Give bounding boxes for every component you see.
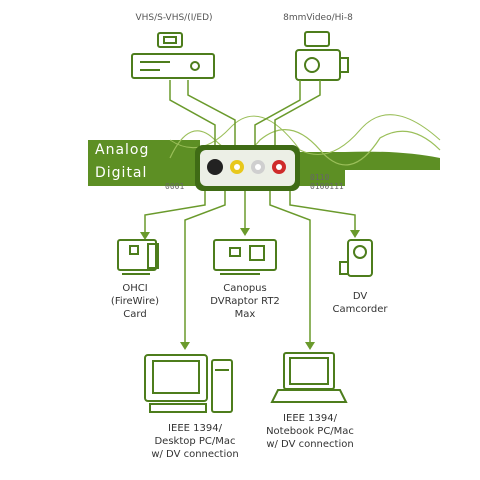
band-wave	[169, 129, 441, 166]
dv-line-2: Camcorder	[332, 304, 388, 315]
dv-camcorder-icon	[339, 239, 373, 277]
dv-line-1: DV	[352, 291, 368, 302]
canopus-line-2: DVRaptor RT2	[210, 296, 280, 307]
ohci-line-2: (FireWire)	[110, 296, 160, 307]
analog-label: Analog	[95, 142, 150, 158]
notebook-line-3: w/ DV connection	[266, 439, 354, 450]
canopus-line-1: Canopus	[223, 283, 267, 294]
desktop-line-2: Desktop PC/Mac	[154, 436, 236, 447]
notebook-line-2: Notebook PC/Mac	[266, 426, 354, 437]
canopus-label: Canopus DVRaptor RT2 Max	[195, 282, 295, 321]
digital-label: Digital	[95, 165, 148, 181]
desktop-line-1: IEEE 1394/	[168, 423, 222, 434]
bits-right-top: 0110	[310, 173, 330, 182]
vcr-label: VHS/S-VHS/(I/ED)	[135, 13, 213, 23]
vcr-icon	[131, 32, 215, 79]
arrow-heads	[140, 228, 360, 350]
canopus-card-icon	[213, 239, 277, 275]
ohci-label: OHCI (FireWire) Card	[100, 282, 170, 321]
desktop-line-3: w/ DV connection	[151, 449, 239, 460]
notebook-line-1: IEEE 1394/	[283, 413, 337, 424]
desktop-label: IEEE 1394/ Desktop PC/Mac w/ DV connecti…	[140, 422, 250, 461]
bits-right-bottom: 0100111	[310, 182, 344, 191]
canopus-line-3: Max	[234, 309, 256, 320]
desktop-pc-icon	[144, 354, 233, 413]
source-connectors	[169, 80, 321, 148]
converter-box	[195, 145, 300, 191]
ohci-line-1: OHCI	[122, 283, 148, 294]
dv-label: DV Camcorder	[322, 290, 398, 316]
ohci-line-3: Card	[123, 309, 147, 320]
output-connectors	[144, 191, 356, 345]
ohci-card-icon	[117, 239, 159, 275]
bits-left: 0001	[165, 182, 185, 191]
notebook-pc-icon	[270, 352, 348, 403]
notebook-label: IEEE 1394/ Notebook PC/Mac w/ DV connect…	[250, 412, 370, 451]
camcorder-icon	[295, 31, 349, 81]
camcorder-label: 8mmVideo/Hi-8	[283, 13, 353, 23]
